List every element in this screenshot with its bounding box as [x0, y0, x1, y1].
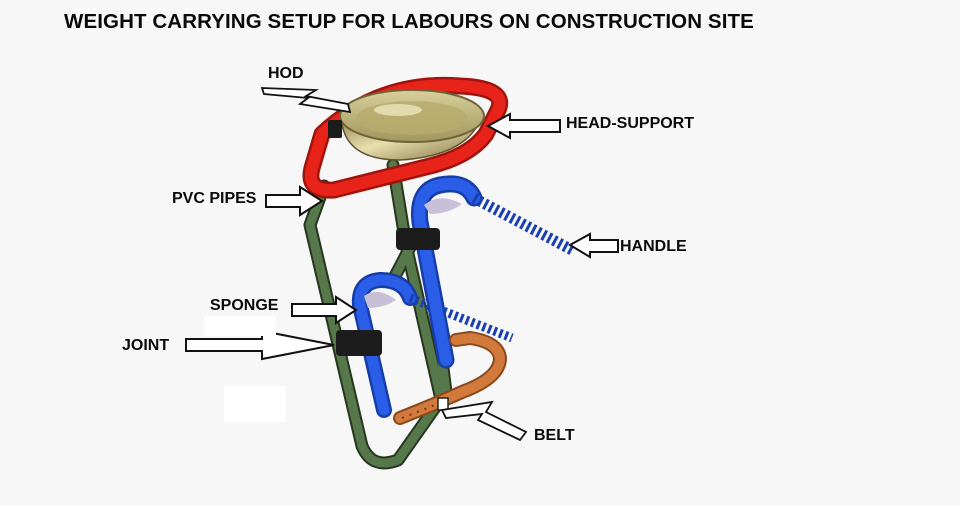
upper-handle [410, 175, 575, 369]
lower-sponge [364, 291, 396, 308]
label-sponge: SPONGE [210, 297, 279, 314]
belt [393, 330, 508, 425]
page-title: WEIGHT CARRYING SETUP FOR LABOURS ON CON… [64, 10, 754, 33]
belt-pointer-icon [440, 400, 528, 442]
upper-sponge [424, 198, 462, 214]
joints [336, 228, 440, 356]
block-arrows [185, 112, 619, 361]
handle-arrow-icon [567, 232, 619, 259]
zigzag-pointers [260, 87, 528, 442]
blank-patch [204, 316, 276, 336]
lower-joint [336, 330, 382, 356]
hod-pointer-icon [260, 87, 352, 114]
lower-handle [351, 271, 514, 418]
pvc-pipes-arrow-icon [265, 185, 324, 217]
head-support-arrow-icon [485, 112, 561, 140]
label-pvc-pipes: PVC PIPES [172, 190, 257, 207]
belt-buckle [437, 397, 449, 411]
label-belt: BELT [534, 427, 575, 444]
blank-patch [224, 386, 286, 422]
label-joint: JOINT [122, 337, 170, 354]
joint-arrow-icon [185, 329, 335, 361]
hod-clip [328, 120, 342, 138]
label-handle: HANDLE [620, 238, 687, 255]
sponge-arrow-icon [291, 295, 358, 325]
upper-joint [396, 228, 440, 250]
label-hod: HOD [268, 65, 304, 82]
label-head-support: HEAD-SUPPORT [566, 115, 695, 132]
hod-bowl [328, 89, 485, 161]
